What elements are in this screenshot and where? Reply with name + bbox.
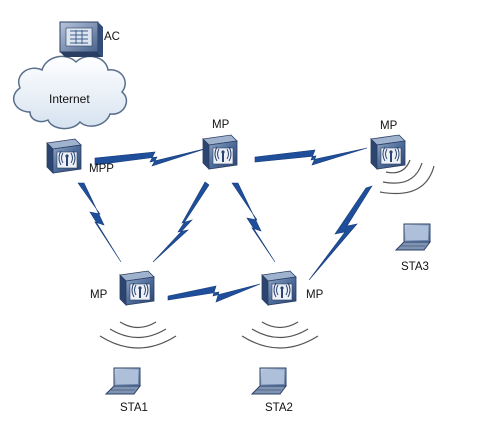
mp-top-right-label: MP: [380, 120, 398, 132]
mp-top-center-ap-icon: [202, 134, 238, 170]
ac-label: AC: [104, 31, 120, 43]
wave-mp-bottom-left: [99, 321, 177, 349]
mp-bottom-right-ap-icon: [261, 270, 297, 306]
link-mp-top-center-mp-bottom-left: [152, 181, 210, 263]
link-mp-bottom-left-mp-bottom-right: [167, 283, 261, 303]
mp-top-right-ap-icon: [370, 134, 406, 170]
mp-bottom-left-label: MP: [90, 289, 108, 301]
mpp-label: MPP: [89, 163, 114, 175]
internet-cloud-icon: [12, 55, 128, 130]
wave-mp-top-right: [379, 159, 435, 195]
link-mpp-mp-top-center: [94, 147, 209, 167]
mp-top-center-label: MP: [212, 119, 230, 131]
sta2-laptop-icon: [250, 367, 287, 395]
coverage-waves: [99, 159, 435, 349]
access-controller-icon: [59, 21, 103, 57]
mpp-ap-icon: [46, 138, 82, 174]
link-mpp-mp-bottom-left: [77, 182, 122, 263]
sta2-label: STA2: [265, 402, 293, 414]
wireless-links: [77, 147, 373, 303]
link-mp-top-center-mp-bottom-right: [231, 182, 276, 263]
sta3-laptop-icon: [394, 223, 431, 251]
internet-label: Internet: [49, 92, 90, 106]
link-mp-top-right-mp-bottom-right: [308, 185, 373, 281]
sta1-laptop-icon: [104, 367, 141, 395]
link-mp-top-center-mp-top-right: [254, 147, 368, 166]
mp-bottom-right-label: MP: [306, 289, 324, 301]
sta3-label: STA3: [401, 261, 429, 273]
sta1-label: STA1: [120, 402, 148, 414]
wave-mp-bottom-right: [241, 321, 319, 349]
mp-bottom-left-ap-icon: [119, 270, 155, 306]
